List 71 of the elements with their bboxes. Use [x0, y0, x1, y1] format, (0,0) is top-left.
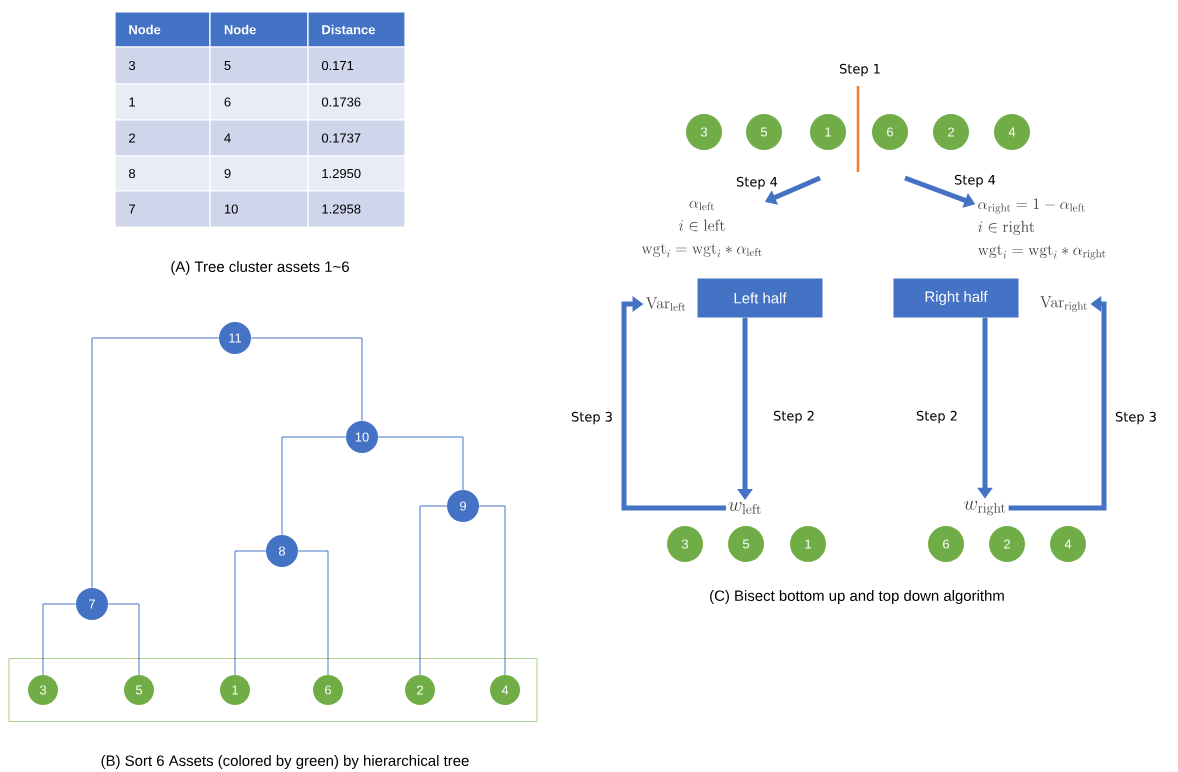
formula-text: $\alpha_{\mathrm{right}} = 1 - \alpha_{\mathrm{left}}$ $i \in \mathrm{right}$ $\mathrm{wgt}_i = \mathrm{wgt}_i * \alpha_{\mathrm{right}}$ — [977, 198, 1106, 260]
header-cell: Node — [114, 11, 211, 48]
tree-line — [297, 550, 329, 676]
half-box: Right half — [893, 278, 1019, 318]
half-box: Left half — [697, 278, 823, 318]
formula-text: $\mathrm{Var}_{\mathrm{right}}$ — [1040, 296, 1087, 312]
cluster-node: 8 — [266, 535, 298, 567]
tree-line — [42, 603, 77, 676]
table-cell: 0.1736 — [307, 83, 406, 121]
asset-node: 6 — [928, 526, 964, 562]
tree-line — [419, 505, 448, 676]
asset-node: 6 — [313, 675, 343, 705]
table-cell: 4 — [209, 119, 309, 157]
caption: (B) Sort 6 Assets (colored by green) by hierarchical tree — [101, 755, 469, 769]
tree-line — [234, 550, 267, 676]
table-cell: 1 — [114, 83, 211, 121]
table-cell: 7 — [114, 190, 211, 228]
cluster-node: 10 — [346, 421, 378, 453]
table-cell: 5 — [209, 46, 309, 85]
asset-node: 3 — [28, 675, 58, 705]
step-label: Step 2 — [772, 409, 816, 425]
tree-line — [91, 337, 220, 589]
header-cell: Distance — [307, 11, 406, 48]
tree-line — [107, 603, 140, 676]
table-cell: 9 — [209, 155, 309, 192]
cluster-node: 7 — [76, 588, 108, 620]
asset-node: 5 — [124, 675, 154, 705]
formula-text: $w_{\mathrm{left}}$ — [728, 502, 761, 514]
step-label: Step 4 — [953, 173, 997, 189]
caption: (C) Bisect bottom up and top down algorithm — [710, 590, 1004, 604]
asset-node: 6 — [872, 114, 908, 150]
asset-node: 4 — [490, 675, 520, 705]
step-label: Step 3 — [1114, 410, 1158, 426]
table-cell: 3 — [114, 46, 211, 85]
step-label: Step 4 — [735, 175, 779, 191]
table-cell: 2 — [114, 119, 211, 157]
table-cell: 1.2958 — [307, 190, 406, 228]
asset-node: 3 — [686, 114, 722, 150]
asset-node: 4 — [1050, 526, 1086, 562]
table-cell: 1.2950 — [307, 155, 406, 192]
tree-line — [250, 337, 363, 422]
tree-line — [377, 436, 464, 491]
table-cell: 6 — [209, 83, 309, 121]
asset-node: 3 — [667, 526, 703, 562]
table-cell: 0.171 — [307, 46, 406, 85]
asset-frame — [8, 658, 538, 722]
table-cell: 10 — [209, 190, 309, 228]
table-cell: 8 — [114, 155, 211, 192]
cluster-node: 11 — [219, 322, 251, 354]
header-cell: Node — [209, 11, 309, 48]
block-arrow — [621, 296, 726, 511]
caption: (A) Tree cluster assets 1~6 — [171, 261, 349, 275]
tree-line — [281, 436, 347, 536]
tree-line — [478, 505, 506, 676]
asset-node: 4 — [994, 114, 1030, 150]
formula-text: $\alpha_{\mathrm{left}}$ $i \in \mathrm{left}$ $\mathrm{wgt}_i = \mathrm{wgt}_i * \alpha_{\mathrm{left}}$ — [641, 200, 762, 258]
asset-node: 5 — [746, 114, 782, 150]
formula-text: $w_{\mathrm{right}}$ — [964, 500, 1006, 516]
formula-text: $\mathrm{Var}_{\mathrm{left}}$ — [646, 297, 686, 311]
asset-node: 1 — [810, 114, 846, 150]
asset-node: 1 — [220, 675, 250, 705]
asset-node: 5 — [728, 526, 764, 562]
table-cell: 0.1737 — [307, 119, 406, 157]
step-label: Step 1 — [839, 63, 880, 77]
step-label: Step 3 — [570, 410, 614, 426]
asset-node: 2 — [405, 675, 435, 705]
cluster-node: 9 — [447, 490, 479, 522]
asset-node: 2 — [989, 526, 1025, 562]
asset-node: 1 — [790, 526, 826, 562]
step-label: Step 2 — [915, 409, 959, 425]
asset-node: 2 — [933, 114, 969, 150]
